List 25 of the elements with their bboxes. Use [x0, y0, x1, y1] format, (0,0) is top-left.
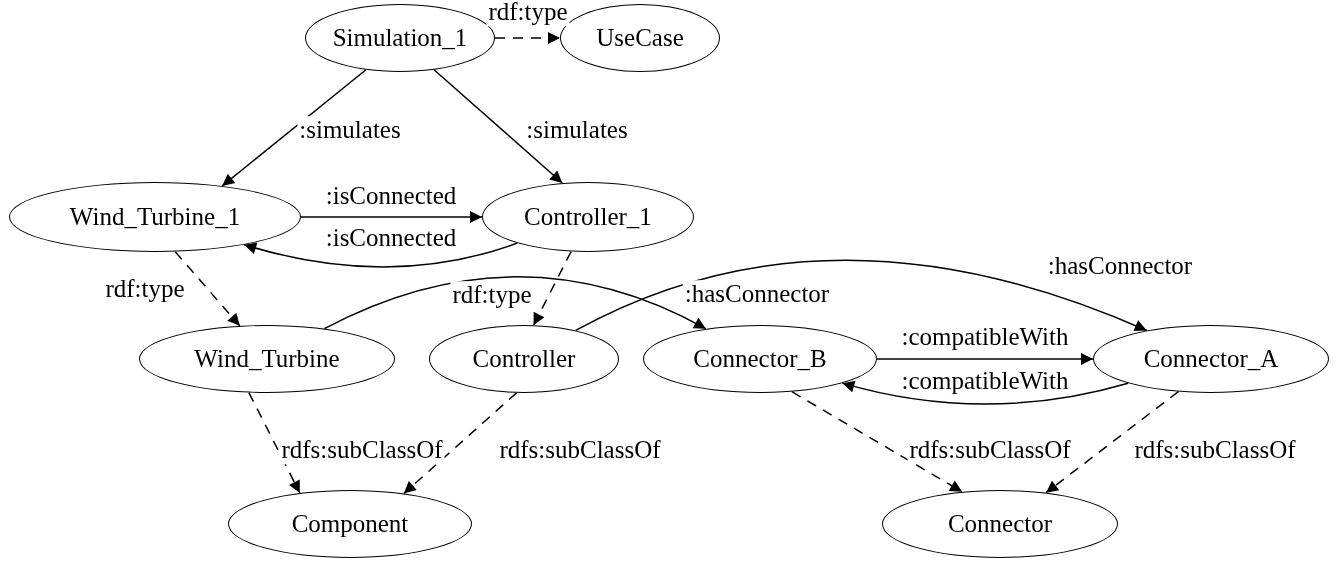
arrow: [841, 380, 1129, 405]
node-label: Simulation_1: [332, 24, 468, 52]
arrow: [403, 392, 518, 495]
arrow: [574, 259, 1148, 332]
arrow: [174, 250, 241, 327]
arrow: [433, 69, 564, 184]
node-label: Connector: [947, 510, 1053, 538]
node-label: Controller_1: [524, 203, 652, 231]
node-label: Component: [291, 510, 409, 538]
node-label: UseCase: [596, 24, 684, 52]
node-label: Connector_A: [1143, 345, 1279, 373]
node-label: Controller: [472, 345, 576, 373]
edge-label: rdf:type: [450, 281, 534, 309]
arrow: [300, 211, 483, 223]
edge-label: rdf:type: [486, 0, 570, 26]
arrow: [221, 69, 367, 187]
arrow: [248, 391, 301, 494]
arrow: [323, 276, 707, 330]
arrow: [532, 250, 572, 326]
arrow: [494, 32, 561, 44]
node-label: Wind_Turbine: [194, 345, 340, 373]
arrow: [243, 242, 519, 268]
arrow: [876, 353, 1094, 365]
node-label: Connector_B: [693, 345, 827, 373]
node-label: Wind_Turbine_1: [69, 203, 241, 231]
